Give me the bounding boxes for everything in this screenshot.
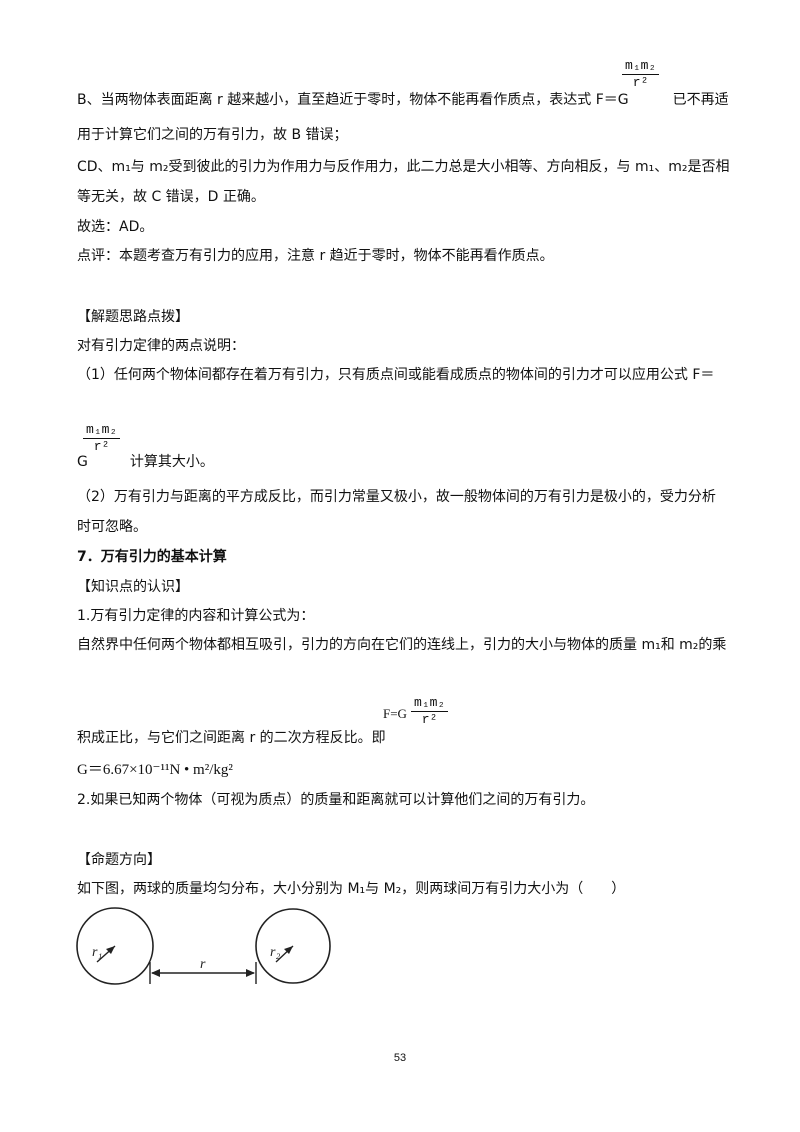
answer-line: 故选：AD。	[77, 219, 154, 235]
question-line: 如下图，两球的质量均匀分布，大小分别为 M₁与 M₂，则两球间万有引力大小为（ …	[77, 881, 626, 897]
text-line: 自然界中任何两个物体都相互吸引，引力的方向在它们的连线上，引力的大小与物体的质量…	[77, 637, 727, 653]
arrowhead	[246, 969, 255, 977]
constant-line: G＝6.67×10⁻¹¹N • m²/kg²	[77, 762, 233, 778]
two-spheres-diagram: r₁ r₂ r	[76, 907, 331, 985]
page-number: 53	[393, 1052, 407, 1064]
text-line: 积成正比，与它们之间距离 r 的二次方程反比。即	[77, 730, 386, 746]
fraction-formula: m₁m₂ r²	[622, 58, 660, 91]
text-line: 1.万有引力定律的内容和计算公式为：	[77, 608, 315, 624]
arrowhead	[284, 946, 293, 954]
arrowhead	[151, 969, 160, 977]
text-line: （1）任何两个物体间都存在着万有引力，只有质点间或能看成质点的物体间的引力才可以…	[77, 367, 715, 383]
sphere-1	[76, 907, 154, 985]
fraction-formula: m₁m₂ r²	[83, 422, 121, 455]
formula-lhs: F=G	[383, 706, 407, 721]
label-r1: r₁	[92, 945, 102, 960]
section-title: 7．万有引力的基本计算	[77, 549, 227, 565]
fraction-formula: m₁m₂ r²	[411, 695, 449, 728]
text-line: 等无关，故 C 错误，D 正确。	[77, 189, 265, 205]
text-line: B、当两物体表面距离 r 越来越小，直至趋近于零时，物体不能再看作质点，表达式 …	[77, 92, 729, 108]
text-line: （2）万有引力与距离的平方成反比，而引力常量又极小，故一般物体间的万有引力是极小…	[77, 489, 716, 505]
text-line: 用于计算它们之间的万有引力，故 B 错误；	[77, 127, 348, 143]
text-line: 时可忽略。	[77, 519, 147, 535]
text-line: 对有引力定律的两点说明：	[77, 338, 245, 354]
text-line: CD、m₁与 m₂受到彼此的引力为作用力与反作用力，此二力总是大小相等、方向相反…	[77, 159, 730, 175]
sphere-2	[255, 908, 331, 984]
section-heading: 【解题思路点拨】	[77, 309, 189, 325]
label-r2: r₂	[270, 945, 280, 960]
comment-line: 点评：本题考查万有引力的应用，注意 r 趋近于零时，物体不能再看作质点。	[77, 248, 554, 264]
arrowhead	[106, 946, 115, 954]
section-heading: 【知识点的认识】	[77, 579, 189, 595]
text-line: 2.如果已知两个物体（可视为质点）的质量和距离就可以计算他们之间的万有引力。	[77, 792, 595, 808]
label-r: r	[200, 957, 206, 972]
section-heading: 【命题方向】	[77, 852, 161, 868]
